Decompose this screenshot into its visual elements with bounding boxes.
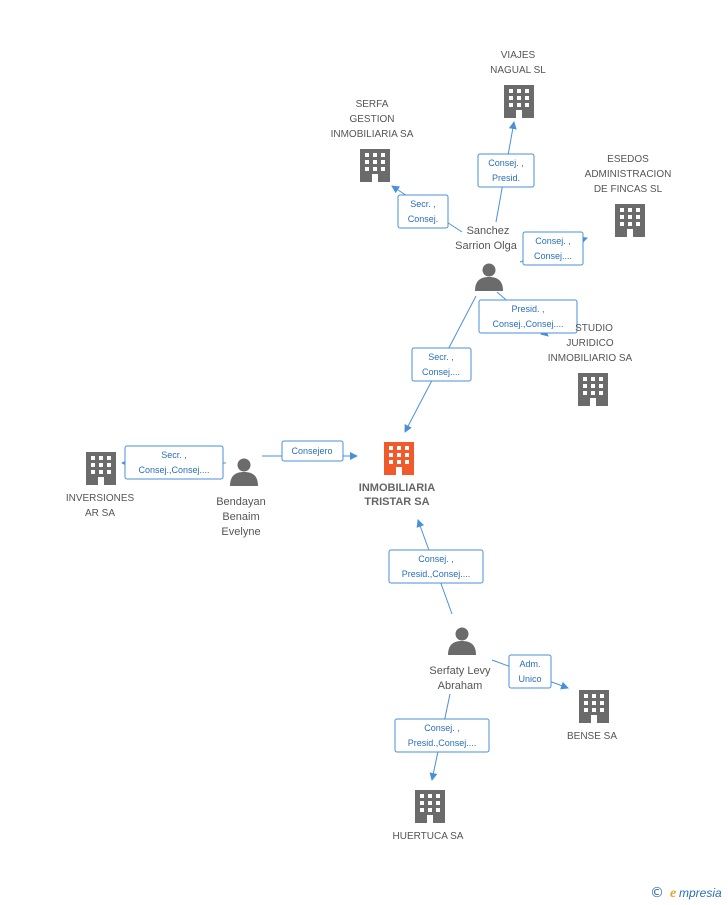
building-icon	[415, 790, 445, 823]
relation-label-sanchez-esedos[interactable]: Consej. , Consej....	[522, 231, 584, 266]
relation-text: Consej. ,	[424, 723, 460, 733]
node-inversiones-ar[interactable]: INVERSIONES AR SA	[66, 452, 135, 519]
relation-text: Consej. ,	[418, 554, 454, 564]
relation-label-serfaty-bense[interactable]: Adm. Unico	[508, 654, 552, 689]
relation-text: Consej....	[422, 367, 460, 377]
node-label: HUERTUCA SA	[393, 831, 464, 842]
node-label: GESTION	[349, 114, 394, 125]
person-icon	[448, 627, 476, 655]
person-icon	[230, 458, 258, 486]
relation-text: Consej. ,	[488, 158, 524, 168]
relation-text: Consej. ,	[535, 236, 571, 246]
node-label: SERFA	[356, 99, 389, 110]
relation-label-serfaty-main[interactable]: Consej. , Presid.,Consej....	[388, 549, 484, 584]
node-label: NAGUAL SL	[490, 65, 546, 76]
node-label: VIAJES	[501, 50, 536, 61]
relation-text: Consej....	[534, 251, 572, 261]
relation-label-sanchez-main[interactable]: Secr. , Consej....	[411, 347, 472, 382]
relation-text: Secr. ,	[410, 199, 436, 209]
node-label: INMOBILIARIA	[359, 482, 435, 494]
node-label: Sanchez	[467, 225, 510, 237]
relation-label-serfaty-huertuca[interactable]: Consej. , Presid.,Consej....	[394, 718, 490, 753]
node-label: Sarrion Olga	[455, 240, 518, 252]
relation-text: Presid. ,	[511, 304, 544, 314]
node-label: Abraham	[438, 680, 483, 692]
relation-text: Unico	[518, 674, 541, 684]
node-label: Bendayan	[216, 496, 266, 508]
building-icon	[579, 690, 609, 723]
node-label: Evelyne	[221, 526, 260, 538]
relation-text: Consej.,Consej....	[138, 465, 209, 475]
node-label: INMOBILIARIA SA	[331, 129, 414, 140]
node-person-serfaty[interactable]: Serfaty Levy Abraham	[429, 627, 491, 693]
relation-text: Consejero	[291, 446, 332, 456]
relation-label-sanchez-estudio[interactable]: Presid. , Consej.,Consej....	[478, 299, 578, 334]
building-icon	[86, 452, 116, 485]
relation-text: Presid.,Consej....	[408, 738, 477, 748]
node-label: Serfaty Levy	[429, 665, 491, 677]
node-serfa-gestion[interactable]: SERFA GESTION INMOBILIARIA SA	[331, 99, 414, 182]
node-label: INVERSIONES	[66, 493, 135, 504]
node-person-sanchez[interactable]: Sanchez Sarrion Olga	[455, 225, 518, 291]
building-icon	[384, 442, 414, 475]
relation-labels: Consej. , Presid. Secr. , Consej. Consej…	[124, 153, 584, 753]
node-label: JURIDICO	[566, 338, 613, 349]
relation-text: Presid.,Consej....	[402, 569, 471, 579]
node-label: INMOBILIARIO SA	[548, 353, 633, 364]
node-label: AR SA	[85, 508, 115, 519]
relation-text: Secr. ,	[161, 450, 187, 460]
building-icon	[360, 149, 390, 182]
relation-text: Presid.	[492, 173, 520, 183]
building-icon	[504, 85, 534, 118]
node-bense[interactable]: BENSE SA	[567, 690, 617, 742]
relation-text: Secr. ,	[428, 352, 454, 362]
node-estudio-juridico[interactable]: STUDIO JURIDICO INMOBILIARIO SA	[548, 323, 633, 406]
building-icon	[578, 373, 608, 406]
relation-label-sanchez-viajes[interactable]: Consej. , Presid.	[477, 153, 535, 188]
node-person-bendayan[interactable]: Bendayan Benaim Evelyne	[216, 458, 266, 539]
relation-text: Adm.	[519, 659, 540, 669]
relation-label-bendayan-main[interactable]: Consejero	[281, 440, 344, 462]
node-label: BENSE SA	[567, 731, 617, 742]
brand-name: mpresia	[679, 886, 722, 900]
node-esedos[interactable]: ESEDOS ADMINISTRACION DE FINCAS SL	[585, 154, 672, 237]
node-label: DE FINCAS SL	[594, 184, 663, 195]
relation-label-sanchez-serfa[interactable]: Secr. , Consej.	[397, 194, 449, 229]
node-label: TRISTAR SA	[364, 496, 429, 508]
node-main-company[interactable]: INMOBILIARIA TRISTAR SA	[359, 442, 435, 508]
node-viajes-nagual[interactable]: VIAJES NAGUAL SL	[490, 50, 546, 118]
relation-text: Consej.,Consej....	[492, 319, 563, 329]
person-icon	[475, 263, 503, 291]
node-huertuca[interactable]: HUERTUCA SA	[393, 790, 464, 842]
node-label: ESEDOS	[607, 154, 649, 165]
node-label: STUDIO	[575, 323, 613, 334]
node-label: ADMINISTRACION	[585, 169, 672, 180]
empresia-watermark: © e mpresia	[650, 885, 722, 901]
building-icon	[615, 204, 645, 237]
relation-label-bendayan-inversiones[interactable]: Secr. , Consej.,Consej....	[124, 445, 224, 480]
copyright-symbol: ©	[650, 885, 664, 901]
brand-initial: e	[670, 886, 676, 901]
relation-text: Consej.	[408, 214, 439, 224]
node-label: Benaim	[222, 511, 259, 523]
